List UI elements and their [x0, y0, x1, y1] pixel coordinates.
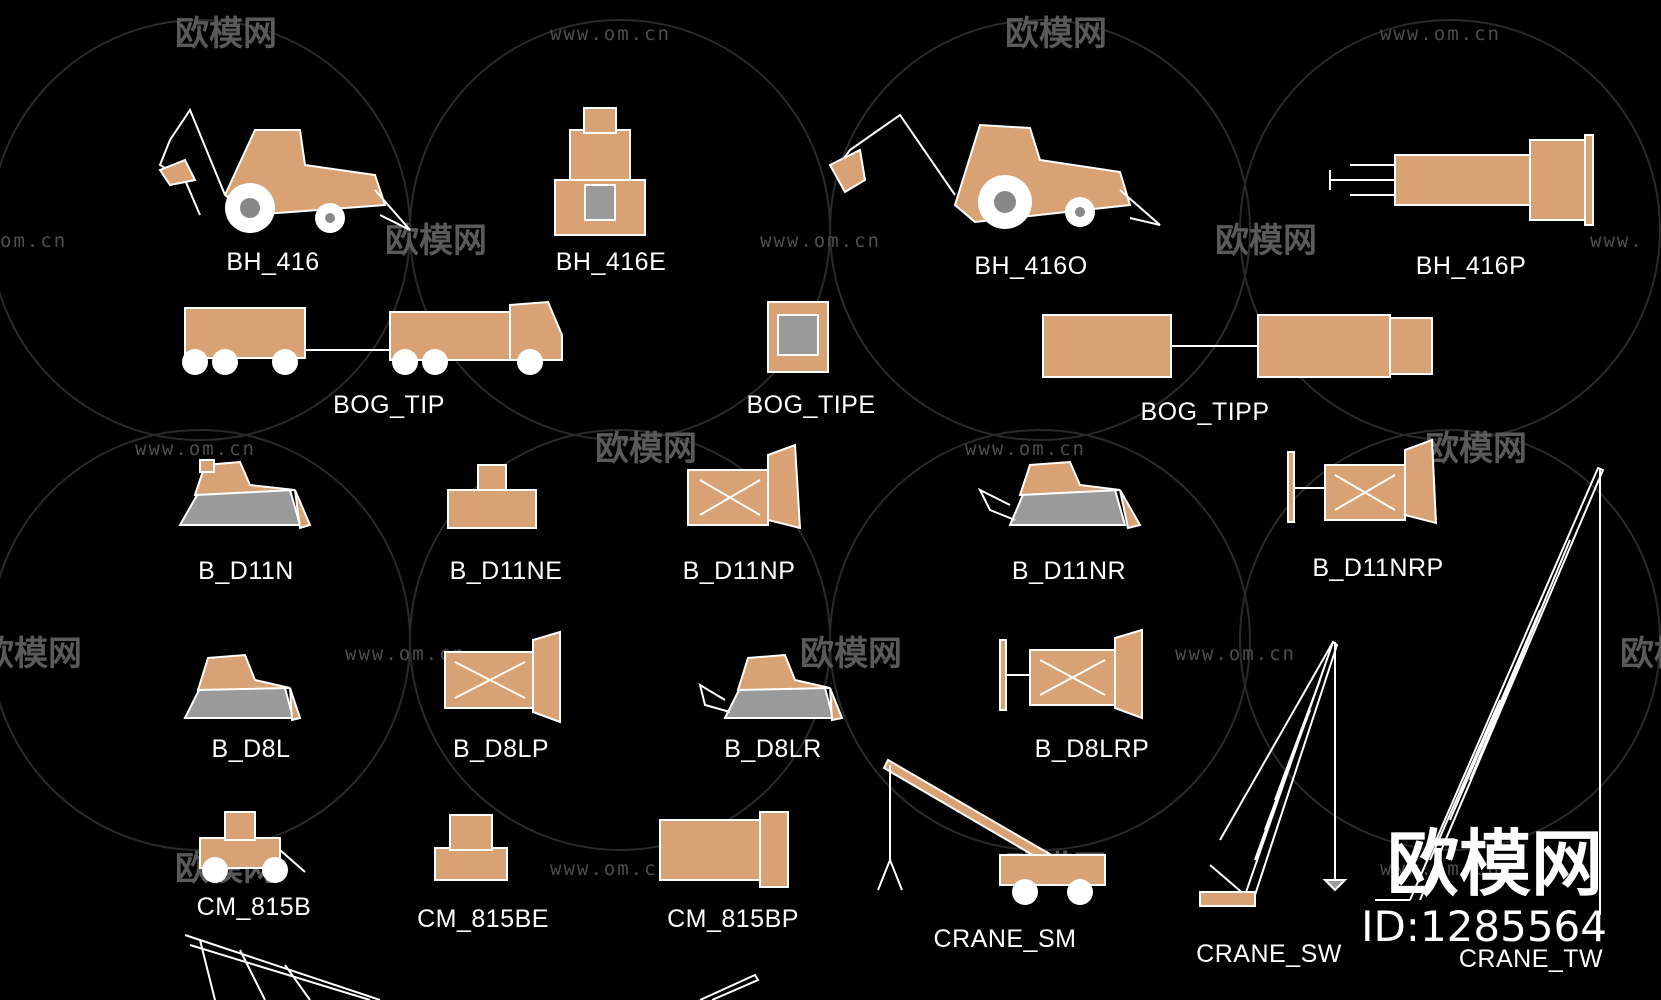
watermark-url: www.om.cn [760, 230, 881, 252]
b-d11n-drawing [178, 459, 312, 530]
watermark-url: www.om.cn [1380, 858, 1501, 880]
watermark-url: www.om.cn [1175, 643, 1296, 665]
label-bh-416e: BH_416E [555, 248, 667, 276]
crane-bottom-left-drawing [184, 934, 760, 1000]
label-b-d11nrp: B_D11NRP [1312, 554, 1444, 582]
watermark-texts: 欧模网 www.om.cn 欧模网 www.om.cn om.cn 欧模网 ww… [0, 14, 1661, 889]
label-bog-tip: BOG_TIP [333, 391, 445, 419]
watermark-id: ID:1285564 [1361, 902, 1607, 951]
bog-tipp-drawing [1042, 314, 1433, 378]
b-d11nr-drawing [977, 460, 1142, 530]
label-b-d8lp: B_D8LP [452, 735, 550, 763]
bh-416o-drawing [828, 113, 1161, 229]
b-d11nrp-drawing [1287, 438, 1438, 525]
b-d8lr-drawing [698, 653, 844, 722]
watermark-brand: 欧模网 [1005, 14, 1107, 54]
label-b-d8l: B_D8L [211, 735, 291, 763]
watermark-brand: 欧模网 [595, 429, 697, 469]
label-cm-815b: CM_815B [196, 893, 312, 921]
watermark-brand: 欧模网 [0, 634, 82, 674]
watermark-url: www.om.cn [550, 858, 671, 880]
watermark-url-cut: om.cn [0, 230, 67, 252]
b-d11ne-drawing [447, 464, 537, 529]
cm-815bp-drawing [659, 811, 789, 888]
crane-sw-drawing [1199, 640, 1348, 907]
crane-sm-drawing [877, 758, 1106, 905]
watermark-url: www.om.cn [1380, 23, 1501, 45]
watermark-brand: 欧模网 [1620, 634, 1661, 674]
label-crane-sm: CRANE_SM [933, 925, 1077, 953]
watermark-brand: 欧模网 [1215, 221, 1317, 261]
label-b-d11ne: B_D11NE [449, 557, 563, 585]
label-bh-416: BH_416 [226, 248, 320, 276]
watermark-url: www.om.cn [550, 23, 671, 45]
watermark-brand: 欧模网 [800, 634, 902, 674]
bh-416e-drawing [554, 107, 646, 236]
label-crane-sw: CRANE_SW [1196, 940, 1342, 968]
b-d8lp-drawing [444, 630, 561, 724]
bh-416p-drawing [1329, 134, 1594, 226]
label-bog-tipe: BOG_TIPE [746, 391, 876, 419]
b-d8lrp-drawing [999, 628, 1143, 720]
bh-416-drawing [158, 107, 411, 233]
bog-tip-drawing [182, 300, 563, 375]
watermark-logo-text: 欧模网 [1386, 822, 1603, 906]
label-b-d11np: B_D11NP [682, 557, 796, 585]
label-bh-416o: BH_416O [974, 252, 1088, 280]
label-cm-815bp: CM_815BP [667, 905, 799, 933]
b-d8l-drawing [183, 653, 302, 722]
b-d11np-drawing [687, 443, 802, 530]
label-b-d8lr: B_D8LR [724, 735, 822, 763]
watermark-url-cut: www. [1590, 230, 1644, 252]
label-b-d11nr: B_D11NR [1011, 557, 1127, 585]
label-bh-416p: BH_416P [1415, 252, 1527, 280]
label-crane-tw: CRANE_TW [1458, 945, 1604, 973]
label-b-d11n: B_D11N [198, 557, 294, 585]
label-cm-815be: CM_815BE [417, 905, 549, 933]
watermark-brand: 欧模网 [175, 14, 277, 54]
cm-815b-drawing [199, 811, 306, 883]
watermark-brand: 欧模网 [385, 221, 487, 261]
watermark-url: www.om.cn [135, 438, 256, 460]
bog-tipe-drawing [767, 301, 829, 373]
watermark-url: www.om.cn [345, 643, 466, 665]
crane-tw-drawing [1375, 466, 1605, 915]
cm-815be-drawing [434, 814, 508, 881]
watermark-url: www.om.cn [965, 438, 1086, 460]
watermark-brand: 欧模网 [1425, 429, 1527, 469]
label-b-d8lrp: B_D8LRP [1034, 735, 1150, 763]
label-bog-tipp: BOG_TIPP [1140, 398, 1270, 426]
